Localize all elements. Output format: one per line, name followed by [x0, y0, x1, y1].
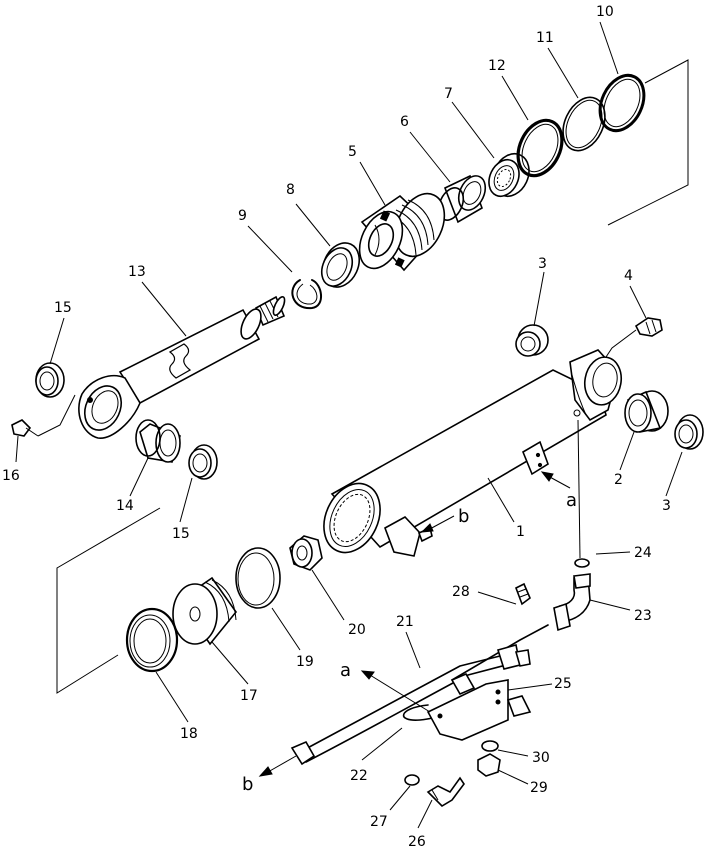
callout-30: 30	[532, 750, 550, 766]
part-25-bracket	[426, 679, 532, 741]
part-9-snap-ring	[291, 279, 322, 310]
callout-6: 6	[400, 114, 409, 130]
port-a-upper: a	[566, 490, 577, 511]
callout-22: 22	[350, 768, 368, 784]
part-30-washer	[481, 740, 499, 752]
leader-24	[577, 419, 581, 559]
part-29-nut	[477, 753, 501, 777]
callout-28: 28	[452, 584, 470, 600]
callout-15-lower: 15	[172, 526, 190, 542]
part-3-bushing-lower	[674, 414, 704, 450]
part-5-cylinder-head	[358, 192, 446, 272]
callout-17: 17	[240, 688, 258, 704]
callout-29: 29	[530, 780, 548, 796]
callout-21: 21	[396, 614, 414, 630]
callout-13: 13	[128, 264, 146, 280]
callout-labels: 10 11 12 7 6 5 8 9 13 15 16 14 15 3 4 2 …	[2, 4, 671, 850]
part-17-piston	[172, 576, 238, 646]
callout-2: 2	[614, 472, 623, 488]
part-8-ring	[320, 242, 361, 288]
callout-7: 7	[444, 86, 453, 102]
part-7-ring	[488, 153, 530, 198]
part-23-elbow	[553, 573, 591, 632]
callout-8: 8	[286, 182, 295, 198]
callout-16: 16	[2, 468, 20, 484]
callout-20: 20	[348, 622, 366, 638]
callout-14: 14	[116, 498, 134, 514]
port-arrow-b-lower	[258, 755, 297, 777]
part-13-piston-rod	[78, 295, 286, 439]
callout-23: 23	[634, 608, 652, 624]
port-marker-labels: a b a b	[242, 490, 577, 795]
callout-25: 25	[554, 676, 572, 692]
port-arrow-a-upper	[540, 471, 571, 489]
callout-3-lower: 3	[662, 498, 671, 514]
part-15-bushing-lower	[188, 444, 218, 480]
callout-19: 19	[296, 654, 314, 670]
callout-15-upper: 15	[54, 300, 72, 316]
part-10-o-ring	[598, 73, 646, 133]
part-28-connector	[514, 582, 531, 606]
part-16-grease-fitting	[11, 394, 76, 437]
callout-3-upper: 3	[538, 256, 547, 272]
part-26-bolt	[426, 776, 465, 808]
callout-9: 9	[238, 208, 247, 224]
callout-10: 10	[596, 4, 614, 20]
part-2-bushing	[624, 390, 669, 433]
part-19-ring	[235, 547, 281, 609]
part-11-backup-ring	[562, 96, 606, 152]
part-3-bushing-upper	[515, 324, 549, 357]
part-18-seal	[125, 607, 179, 673]
group-boundary-upper	[607, 59, 689, 226]
part-14-bushing	[135, 419, 181, 463]
part-24-o-ring	[574, 558, 590, 568]
part-1-cylinder-tube	[323, 349, 623, 557]
leader-lines	[15, 21, 683, 829]
callout-12: 12	[488, 58, 506, 74]
part-21-hose	[290, 624, 549, 766]
port-b-upper: b	[458, 506, 469, 527]
callout-27: 27	[370, 814, 388, 830]
part-20-nut	[289, 535, 323, 571]
callout-24: 24	[634, 545, 652, 561]
callout-4: 4	[624, 268, 633, 284]
part-4-grease-fitting	[603, 317, 663, 361]
callout-1: 1	[516, 524, 525, 540]
port-arrow-b-upper	[420, 515, 455, 533]
port-a-lower: a	[340, 660, 351, 681]
callout-18: 18	[180, 726, 198, 742]
callout-11: 11	[536, 30, 554, 46]
part-15-bushing-upper	[35, 362, 65, 398]
part-27-washer	[404, 774, 420, 786]
port-b-lower: b	[242, 774, 253, 795]
callout-5: 5	[348, 144, 357, 160]
group-boundary-lower	[56, 507, 161, 694]
port-arrow-a-lower	[360, 670, 431, 713]
callout-26: 26	[408, 834, 426, 847]
